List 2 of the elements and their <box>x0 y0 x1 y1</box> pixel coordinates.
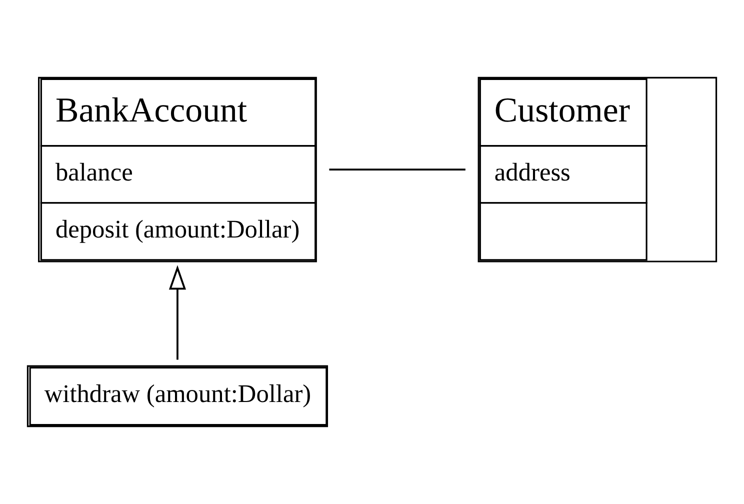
arrow <box>168 265 186 360</box>
connector <box>329 168 466 171</box>
